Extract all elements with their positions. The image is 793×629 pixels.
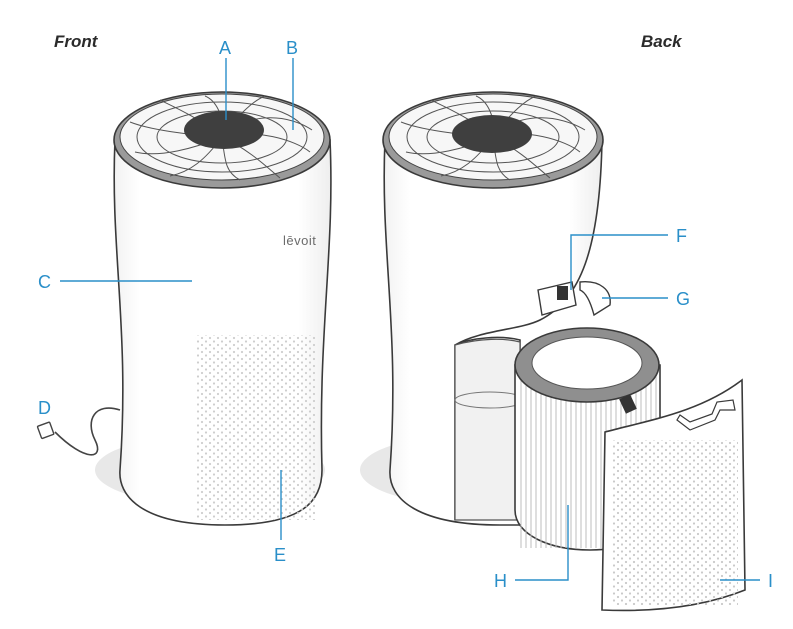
filter-pull-tab — [619, 394, 637, 414]
callout-line-f — [570, 234, 668, 290]
sensor-cover — [579, 281, 611, 317]
sensor-window — [557, 286, 568, 300]
back-control-panel — [452, 115, 532, 153]
callouts: A B C D E F G H I — [38, 38, 773, 591]
callout-label-d: D — [38, 398, 51, 418]
callout-label-f: F — [676, 226, 687, 246]
back-cover — [601, 378, 746, 612]
back-view-title: Back — [641, 32, 683, 51]
power-adapter — [36, 421, 55, 440]
callout-label-h: H — [494, 571, 507, 591]
callout-label-a: A — [219, 38, 231, 58]
front-control-panel — [184, 111, 264, 149]
callout-line-h — [515, 505, 569, 581]
power-cord — [54, 407, 121, 456]
callout-label-g: G — [676, 289, 690, 309]
front-view-title: Front — [54, 32, 99, 51]
callout-label-b: B — [286, 38, 298, 58]
front-purifier: lēvoit — [36, 91, 332, 526]
sensor-assembly — [537, 281, 611, 317]
back-cover-grille — [612, 440, 738, 605]
front-air-inlet-grille — [195, 335, 315, 520]
back-cover-latch — [676, 399, 736, 431]
back-purifier — [360, 91, 746, 612]
filter-core — [531, 336, 643, 390]
brand-logo: lēvoit — [283, 233, 316, 248]
filter-compartment — [454, 338, 521, 521]
callout-label-i: I — [768, 571, 773, 591]
callout-label-c: C — [38, 272, 51, 292]
callout-label-e: E — [274, 545, 286, 565]
